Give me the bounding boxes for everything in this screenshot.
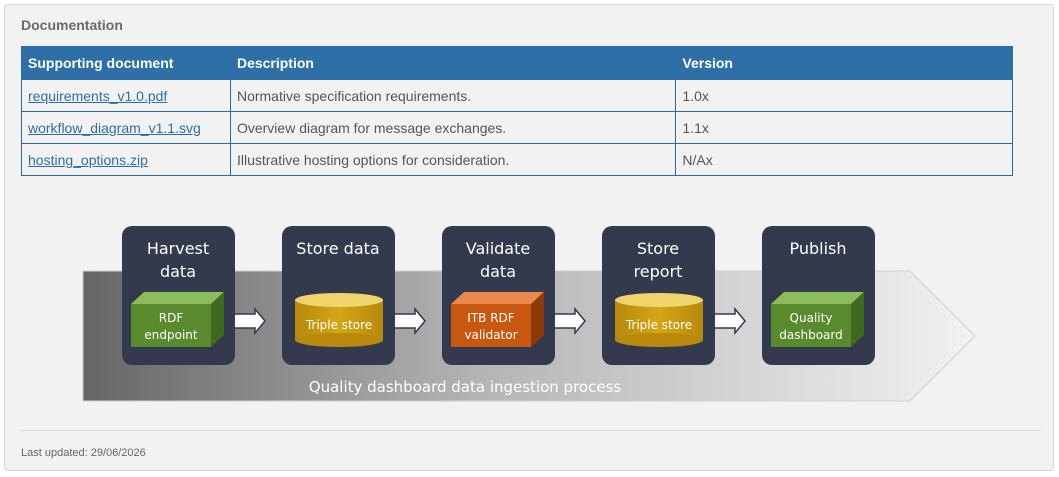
section-title: Documentation [21,17,123,33]
version-cell: N/Ax [675,143,1013,176]
step-item-label: ITB RDF [467,311,514,325]
step-title: Publish [789,239,846,258]
cylinder-icon [295,293,383,347]
table-header-row: Supporting document Description Version [21,46,1013,80]
column-header-version: Version [675,46,1013,80]
last-updated-text: Last updated: 29/06/2026 [21,447,146,459]
step-item-label: Triple store [625,318,692,332]
cube-icon [131,292,224,347]
step-item-label: RDF [159,311,184,325]
step-item-label: dashboard [779,328,842,342]
document-cell: hosting_options.zip [21,143,231,176]
document-cell: requirements_v1.0.pdf [21,79,231,112]
step-title: report [634,262,683,281]
step-item-label: endpoint [144,328,198,342]
connector-arrow-icon [393,306,426,336]
document-link[interactable]: hosting_options.zip [28,151,148,168]
description-cell: Normative specification requirements. [229,79,677,112]
cube-icon [451,292,544,347]
step-store-data: Store data Triple store [282,226,395,365]
table-row: workflow_diagram_v1.1.svg Overview diagr… [21,111,1013,144]
version-cell: 1.0x [675,79,1013,112]
step-title: Store [637,239,679,258]
connector-arrow-icon [233,306,266,336]
connector-arrow-icon [553,306,586,336]
process-diagram: Quality dashboard data ingestion process… [82,226,976,402]
document-link[interactable]: requirements_v1.0.pdf [28,87,168,104]
step-title: data [480,262,516,281]
step-title: Harvest [147,239,209,258]
document-link[interactable]: workflow_diagram_v1.1.svg [28,119,201,136]
cube-icon [771,292,864,347]
description-cell: Illustrative hosting options for conside… [229,143,677,176]
step-title: Validate [466,239,530,258]
table-row: hosting_options.zip Illustrative hosting… [21,143,1013,176]
step-title: data [160,262,196,281]
version-cell: 1.1x [675,111,1013,144]
step-publish: Publish Quality dashboard [762,226,875,365]
step-item-label: validator [464,328,517,342]
step-harvest-data: Harvest data RDF endpoint [122,226,235,365]
table-row: requirements_v1.0.pdf Normative specific… [21,79,1013,112]
step-validate-data: Validate data ITB RDF validator [442,226,555,365]
column-header-description: Description [229,46,677,80]
connector-arrows [233,306,746,336]
step-item-label: Quality [790,311,833,325]
documents-table: Supporting document Description Version … [21,46,1013,176]
documentation-panel: Documentation Supporting document Descri… [4,4,1054,471]
connector-arrow-icon [713,306,746,336]
step-item-label: Triple store [305,318,372,332]
footer-divider [21,430,1041,431]
diagram-caption: Quality dashboard data ingestion process [309,378,622,396]
column-header-document: Supporting document [21,46,231,80]
description-cell: Overview diagram for message exchanges. [229,111,677,144]
document-cell: workflow_diagram_v1.1.svg [21,111,231,144]
cylinder-icon [615,293,703,347]
step-title: Store data [296,239,379,258]
step-store-report: Store report Triple store [602,226,715,365]
